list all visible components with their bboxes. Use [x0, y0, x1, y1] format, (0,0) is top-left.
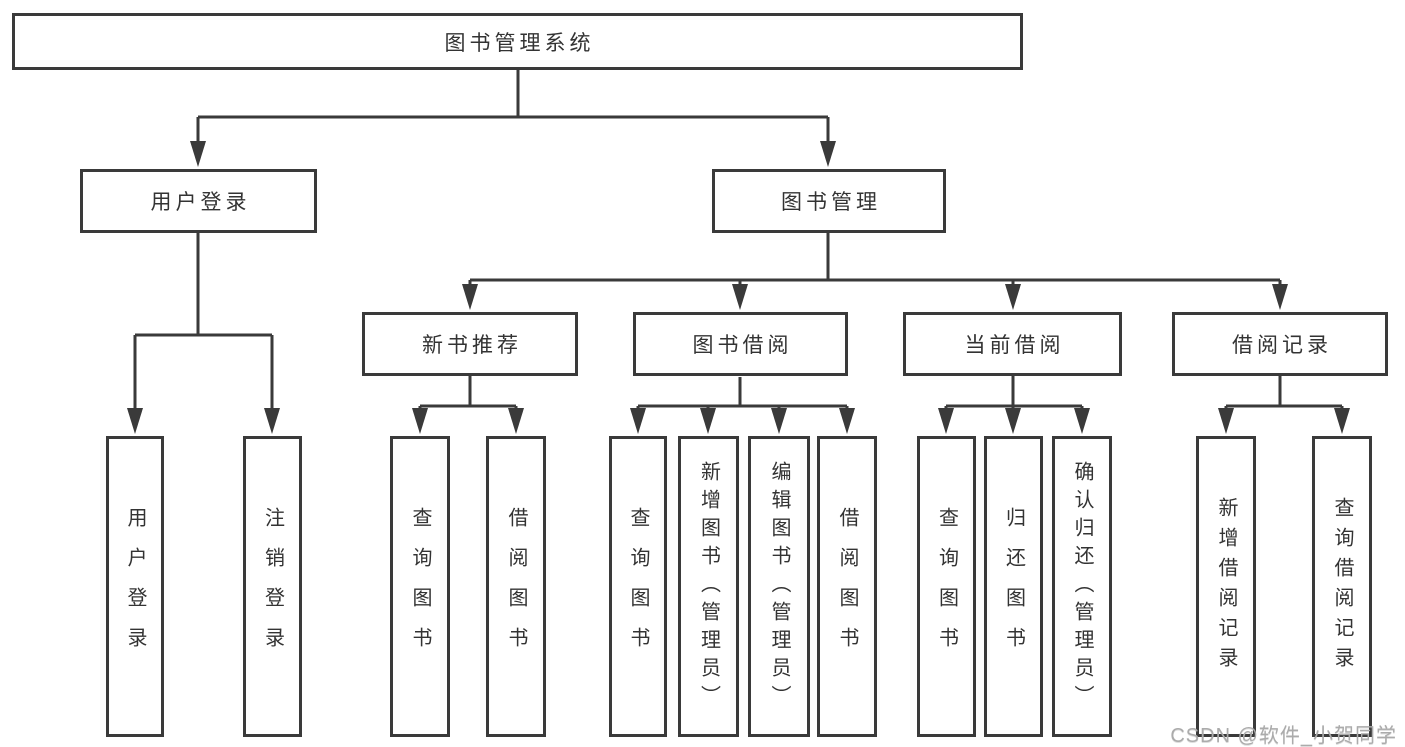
arrowhead [264, 408, 280, 434]
arrowhead [938, 408, 954, 434]
arrowhead [1005, 408, 1021, 434]
edge-user-login-to-leaves [133, 233, 274, 411]
leaf-add-borrow-record: 新增借阅记录 [1196, 436, 1256, 737]
node-label: 借阅图书 [505, 506, 527, 667]
arrowhead [462, 284, 478, 310]
arrowhead [732, 284, 748, 310]
node-label: 图书管理 [781, 191, 881, 214]
node-label: 图书管理系统 [444, 31, 595, 55]
edge-book-mgmt-to-level3 [468, 233, 1282, 288]
edge-new-book-to-leaves [418, 376, 518, 411]
node-label: 归还图书 [1002, 506, 1025, 667]
arrowhead [820, 141, 836, 167]
node-label: 确认归还（管理员） [1071, 460, 1093, 713]
arrowhead [1272, 284, 1288, 310]
leaf-query-borrow-record: 查询借阅记录 [1312, 436, 1372, 737]
node-label: 新增图书（管理员） [697, 460, 720, 713]
csdn-watermark: CSDN @软件_小贺同学 [1170, 725, 1397, 747]
leaf-user-login: 用户登录 [106, 436, 164, 737]
node-book-borrow: 图书借阅 [633, 312, 848, 376]
edge-current-borrow-to-leaves [944, 376, 1084, 411]
arrowhead [1218, 408, 1234, 434]
node-label: 查询借阅记录 [1331, 496, 1353, 677]
node-label: 当前借阅 [964, 334, 1065, 357]
node-book-management: 图书管理 [712, 169, 946, 233]
node-library-system-root: 图书管理系统 [12, 13, 1023, 70]
arrowhead [700, 408, 716, 434]
leaf-query-book-current: 查询图书 [917, 436, 976, 737]
node-label: 注销登录 [261, 506, 284, 667]
leaf-borrow-book: 借阅图书 [817, 436, 877, 737]
leaf-borrow-book-recommend: 借阅图书 [486, 436, 546, 737]
arrowhead [771, 408, 787, 434]
arrowhead [412, 408, 428, 434]
node-new-book-recommend: 新书推荐 [362, 312, 578, 376]
leaf-add-book-admin: 新增图书（管理员） [678, 436, 739, 737]
arrowhead [839, 408, 855, 434]
node-label: 用户登录 [124, 506, 146, 667]
edge-records-to-leaves [1224, 376, 1344, 411]
edge-book-borrow-to-leaves [636, 377, 849, 411]
node-label: 编辑图书（管理员） [768, 460, 790, 713]
node-label: 图书借阅 [692, 334, 793, 357]
arrowheads [127, 141, 1350, 434]
node-label: 借阅图书 [836, 506, 858, 667]
leaf-query-book-borrow: 查询图书 [609, 436, 667, 737]
leaf-query-book-recommend: 查询图书 [390, 436, 450, 737]
node-label: 查询图书 [627, 506, 649, 667]
arrowhead [127, 408, 143, 434]
node-borrow-records: 借阅记录 [1172, 312, 1388, 376]
leaf-edit-book-admin: 编辑图书（管理员） [748, 436, 810, 737]
node-label: 借阅记录 [1232, 334, 1332, 357]
leaf-confirm-return-admin: 确认归还（管理员） [1052, 436, 1112, 737]
arrowhead [190, 141, 206, 167]
node-label: 新书推荐 [422, 334, 522, 357]
arrowhead [1005, 284, 1021, 310]
node-label: 查询图书 [935, 506, 958, 667]
leaf-return-book: 归还图书 [984, 436, 1043, 737]
arrowhead [1334, 408, 1350, 434]
node-label: 新增借阅记录 [1215, 496, 1237, 677]
arrowhead [630, 408, 646, 434]
node-label: 查询图书 [409, 506, 431, 667]
leaf-logout: 注销登录 [243, 436, 302, 737]
node-label: 用户登录 [150, 191, 251, 214]
arrowhead [508, 408, 524, 434]
node-user-login: 用户登录 [80, 169, 317, 233]
edge-root-to-level2 [196, 70, 830, 144]
node-current-borrow: 当前借阅 [903, 312, 1122, 376]
arrowhead [1074, 408, 1090, 434]
